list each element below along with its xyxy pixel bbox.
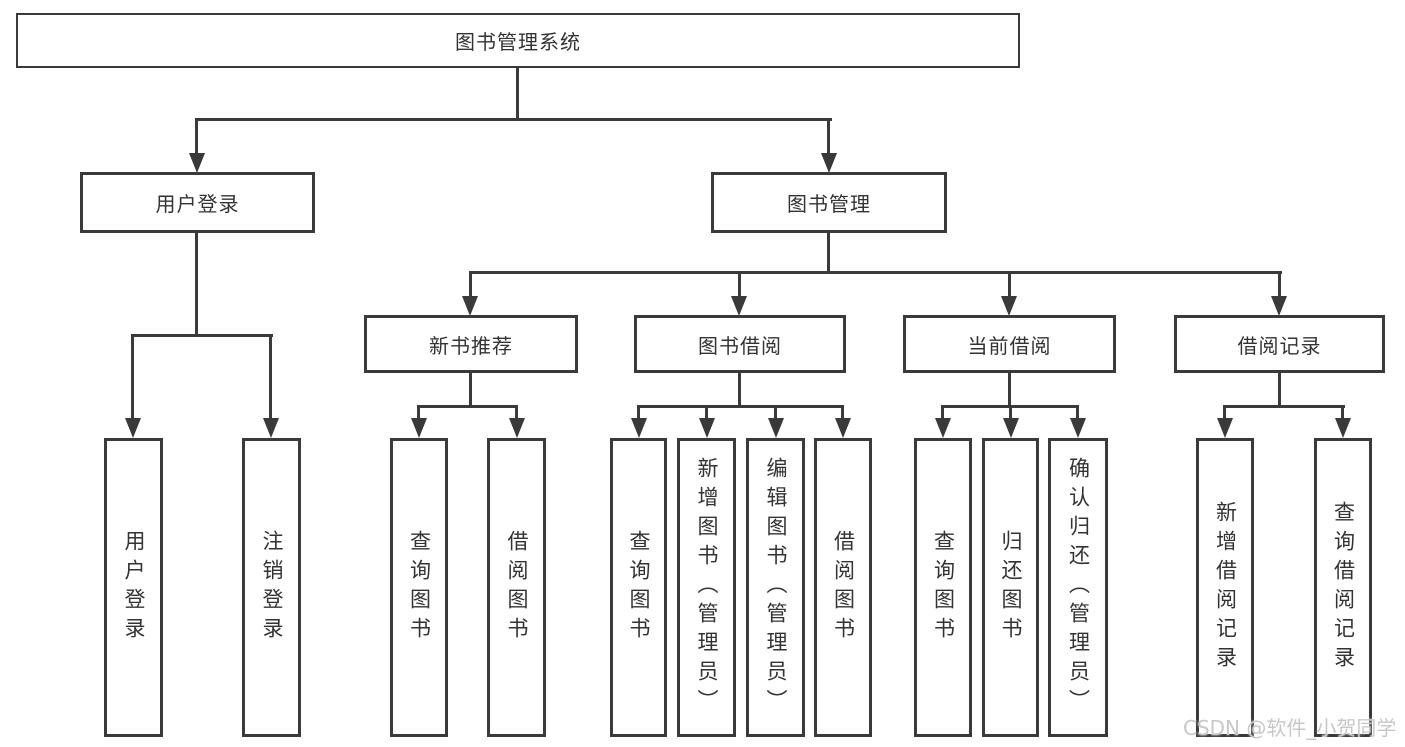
arrow-down-icon	[1003, 418, 1019, 438]
connector-line	[131, 334, 134, 420]
node-book-borrow: 图书借阅	[634, 315, 846, 373]
connector-line	[738, 371, 741, 408]
connector-line	[827, 231, 830, 273]
node-leaf-edit-book-admin: 编辑图书（管理员）	[746, 438, 805, 737]
node-leaf-borrow-books-1: 借阅图书	[487, 438, 546, 737]
connector-line	[941, 405, 944, 420]
connector-line	[269, 334, 272, 420]
node-book-management-label: 图书管理	[787, 192, 871, 216]
connector-line	[131, 334, 273, 337]
node-leaf-user-login: 用户登录	[104, 438, 163, 737]
node-leaf-add-borrow-record: 新增借阅记录	[1196, 438, 1254, 737]
connector-line	[841, 405, 844, 420]
node-leaf-query-books-2-label: 查询图书	[627, 529, 651, 646]
arrow-down-icon	[835, 418, 851, 438]
arrow-down-icon	[631, 418, 647, 438]
arrow-down-icon	[768, 418, 784, 438]
arrow-down-icon	[731, 296, 747, 316]
node-leaf-logout-label: 注销登录	[260, 529, 284, 646]
arrow-down-icon	[935, 418, 951, 438]
node-leaf-borrow-books-2: 借阅图书	[814, 438, 872, 737]
node-user-login: 用户登录	[80, 172, 315, 233]
connector-line	[1278, 271, 1281, 297]
connector-line	[637, 405, 844, 408]
node-leaf-add-book-admin-label: 新增图书（管理员）	[695, 457, 719, 718]
connector-line	[705, 405, 708, 420]
node-leaf-query-books-1: 查询图书	[390, 438, 448, 737]
node-leaf-edit-book-admin-label: 编辑图书（管理员）	[764, 457, 788, 718]
connector-line	[1278, 371, 1281, 408]
connector-line	[637, 405, 640, 420]
node-borrow-records-label: 借阅记录	[1237, 333, 1322, 358]
node-root-label: 图书管理系统	[455, 30, 581, 54]
node-leaf-add-borrow-record-label: 新增借阅记录	[1213, 500, 1238, 675]
arrow-down-icon	[1001, 296, 1017, 316]
node-leaf-confirm-return-admin: 确认归还（管理员）	[1048, 438, 1108, 737]
arrow-down-icon	[125, 418, 141, 438]
node-leaf-borrow-books-2-label: 借阅图书	[831, 529, 856, 646]
arrow-down-icon	[821, 153, 837, 173]
node-leaf-query-books-1-label: 查询图书	[407, 529, 432, 646]
node-current-borrow: 当前借阅	[903, 315, 1116, 373]
arrow-down-icon	[411, 418, 427, 438]
node-leaf-query-books-2: 查询图书	[610, 438, 667, 737]
arrow-down-icon	[1335, 418, 1351, 438]
node-leaf-add-book-admin: 新增图书（管理员）	[677, 438, 736, 737]
connector-line	[1223, 405, 1226, 420]
connector-line	[195, 118, 832, 121]
node-leaf-borrow-books-1-label: 借阅图书	[505, 529, 529, 646]
connector-line	[738, 271, 741, 297]
csdn-watermark: CSDN @软件_小贺同学	[1183, 716, 1397, 740]
node-leaf-confirm-return-admin-label: 确认归还（管理员）	[1066, 457, 1091, 718]
connector-line	[1076, 405, 1079, 420]
arrow-down-icon	[509, 418, 525, 438]
connector-line	[417, 405, 420, 420]
node-root: 图书管理系统	[16, 13, 1020, 68]
arrow-down-icon	[1217, 418, 1233, 438]
node-book-borrow-label: 图书借阅	[698, 333, 782, 358]
connector-line	[1223, 405, 1345, 408]
node-leaf-query-borrow-record-label: 查询借阅记录	[1331, 500, 1356, 675]
connector-line	[195, 118, 198, 156]
arrow-down-icon	[699, 418, 715, 438]
connector-line	[1008, 371, 1011, 408]
node-borrow-records: 借阅记录	[1174, 315, 1385, 373]
node-user-login-label: 用户登录	[155, 192, 240, 216]
connector-line	[469, 271, 472, 297]
connector-line	[1341, 405, 1344, 420]
arrow-down-icon	[189, 153, 205, 173]
node-leaf-logout: 注销登录	[242, 438, 301, 737]
connector-line	[516, 66, 519, 121]
arrow-down-icon	[462, 296, 478, 316]
connector-line	[1008, 271, 1011, 297]
arrow-down-icon	[1271, 296, 1287, 316]
node-leaf-return-book: 归还图书	[982, 438, 1039, 737]
node-new-book-recommend-label: 新书推荐	[429, 333, 513, 358]
connector-line	[469, 271, 1282, 274]
node-leaf-return-book-label: 归还图书	[999, 529, 1023, 646]
arrow-down-icon	[1070, 418, 1086, 438]
node-leaf-query-books-3-label: 查询图书	[931, 529, 956, 646]
node-leaf-query-borrow-record: 查询借阅记录	[1314, 438, 1372, 737]
node-leaf-query-books-3: 查询图书	[914, 438, 972, 737]
node-current-borrow-label: 当前借阅	[967, 333, 1052, 358]
connector-line	[195, 231, 198, 337]
connector-line	[827, 118, 830, 156]
arrow-down-icon	[263, 418, 279, 438]
connector-line	[515, 405, 518, 420]
connector-line	[417, 405, 518, 408]
node-new-book-recommend: 新书推荐	[364, 315, 578, 373]
connector-line	[469, 371, 472, 408]
connector-line	[774, 405, 777, 420]
connector-line	[1009, 405, 1012, 420]
node-book-management: 图书管理	[711, 172, 947, 233]
node-leaf-user-login-label: 用户登录	[122, 529, 146, 646]
